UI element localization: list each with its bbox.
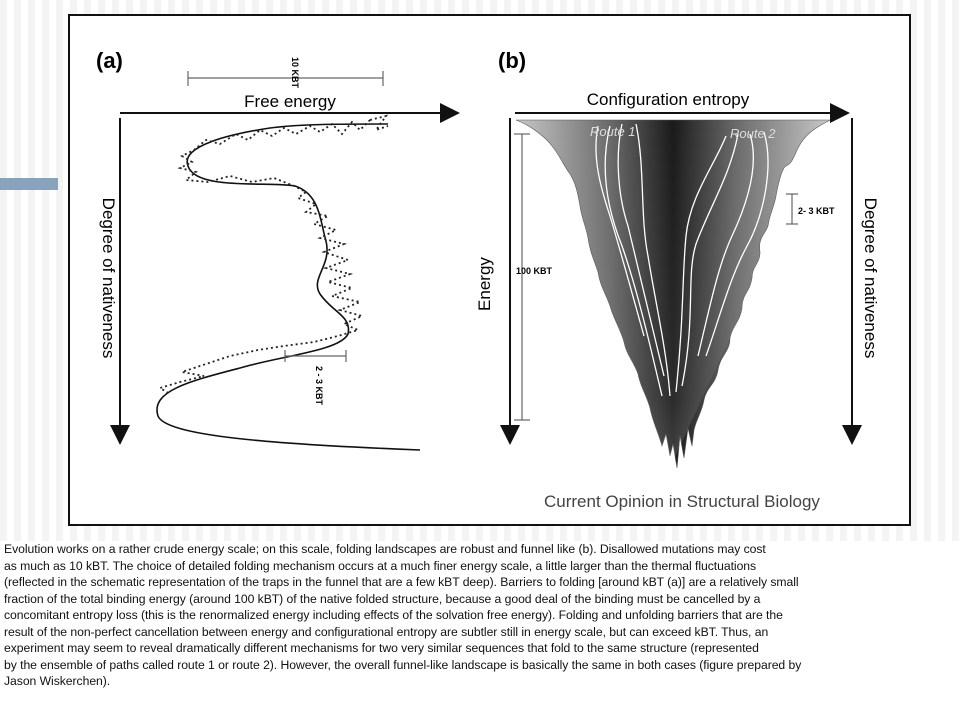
route-1-label: Route 1 — [590, 124, 636, 139]
figure-credit: Current Opinion in Structural Biology — [544, 492, 820, 511]
route-2-path — [705, 131, 769, 357]
route-2-label: Route 2 — [730, 126, 776, 141]
caption-line: experiment may seem to reveal dramatical… — [4, 641, 759, 655]
panel-b-nativeness-axis-label: Degree of nativeness — [861, 198, 880, 359]
panel-b-small-scale: 2- 3 KBT — [786, 193, 835, 225]
caption-line: (reflected in the schematic representati… — [4, 575, 799, 589]
route-1-path — [595, 125, 645, 337]
panel-a-scale-mid-label: 2 - 3 KBT — [314, 366, 324, 406]
panel-a-scale-mid: 2 - 3 KBT — [284, 350, 347, 406]
panel-a-x-axis-label: Free energy — [244, 92, 336, 111]
caption-line: concomitant entropy loss (this is the re… — [4, 608, 783, 622]
panel-a-scale-top: 10 KBT — [187, 57, 384, 89]
energy-funnel: Route 1 Route 2 — [515, 119, 831, 469]
caption-line: as much as 10 kBT. The choice of detaile… — [4, 558, 757, 573]
route-2-path — [681, 133, 739, 387]
panel-b-energy-scale-label: 100 KBT — [516, 266, 553, 276]
route-1-path — [617, 123, 665, 377]
panel-b-small-scale-label: 2- 3 KBT — [798, 206, 835, 216]
caption-line: result of the non-perfect cancellation b… — [4, 624, 769, 639]
panel-a-smooth-curve — [156, 123, 421, 451]
caption-line: fraction of the total binding energy (ar… — [4, 591, 761, 606]
caption-line: Evolution works on a rather crude energy… — [4, 542, 766, 556]
figure-panel: (a) 10 KBT Free energy Degree of nativen… — [68, 14, 911, 526]
panel-a-label: (a) — [96, 48, 123, 73]
panel-b-label: (b) — [498, 48, 526, 73]
route-1-path — [604, 125, 663, 397]
route-2-path — [697, 133, 754, 357]
panel-a-rough-curve-top — [369, 114, 389, 132]
panel-a-rough-curve — [157, 119, 371, 395]
decorative-side-bar — [0, 178, 58, 190]
caption-line: Jason Wiskerchen). — [4, 674, 111, 688]
panel-b-x-axis-label: Configuration entropy — [587, 90, 750, 109]
figure-drawing: (a) 10 KBT Free energy Degree of nativen… — [96, 48, 880, 511]
panel-b-energy-axis-label: Energy — [475, 257, 494, 311]
caption-line: by the ensemble of paths called route 1 … — [4, 657, 802, 672]
panel-a-scale-top-label: 10 KBT — [290, 57, 300, 89]
route-2-path — [675, 135, 727, 393]
route-1-path — [635, 123, 671, 397]
caption-text-block: Evolution works on a rather crude energy… — [4, 541, 944, 690]
figure-caption: Evolution works on a rather crude energy… — [0, 541, 960, 720]
panel-a-y-axis-label: Degree of nativeness — [99, 198, 118, 359]
